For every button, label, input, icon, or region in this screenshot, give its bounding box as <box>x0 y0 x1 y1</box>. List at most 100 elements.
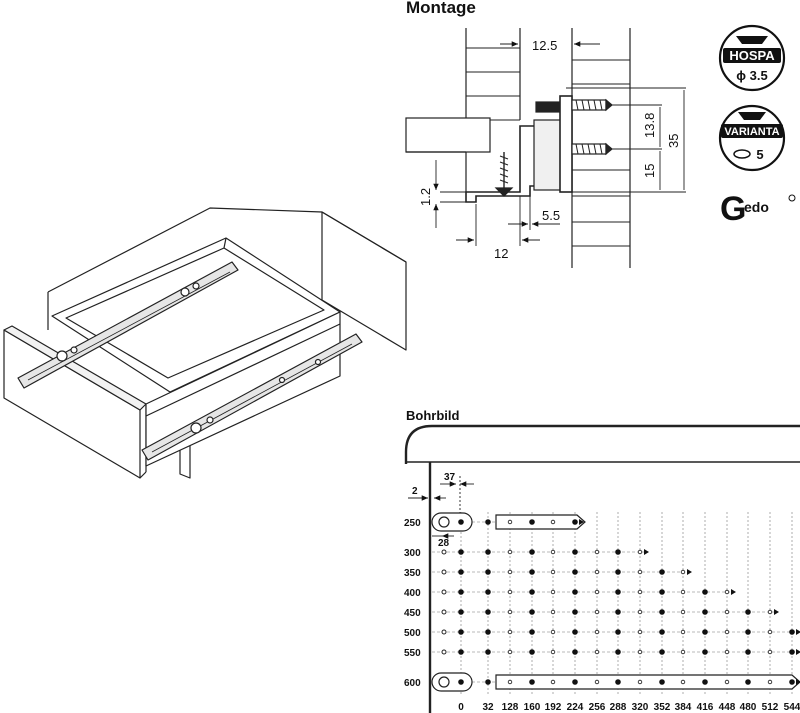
drill-hole <box>572 609 578 615</box>
drill-hole <box>485 609 491 615</box>
row-end-marker <box>796 629 800 635</box>
drill-hole <box>637 609 643 615</box>
x-label: 256 <box>589 702 606 713</box>
drill-hole <box>572 629 578 635</box>
row-label: 550 <box>404 648 421 659</box>
montage-section <box>405 28 686 268</box>
row-end-marker <box>796 649 800 655</box>
drill-hole <box>615 589 621 595</box>
runner-front-piece <box>431 512 473 532</box>
x-label: 160 <box>524 702 541 713</box>
drill-hole <box>572 519 578 525</box>
hospa-logo-sub: ϕ 3.5 <box>736 68 767 83</box>
runner-rear-piece <box>495 514 586 530</box>
montage-title: Montage <box>406 0 476 17</box>
drill-hole <box>485 629 491 635</box>
drill-hole <box>767 649 773 655</box>
drill-hole <box>507 679 513 685</box>
drill-hole <box>680 649 686 655</box>
drill-hole <box>659 569 665 575</box>
drill-hole <box>529 569 535 575</box>
front-hole <box>441 649 447 655</box>
drill-hole <box>507 569 513 575</box>
row-label: 600 <box>404 678 421 689</box>
row-end-marker <box>731 589 736 595</box>
drill-hole <box>659 609 665 615</box>
row-end-marker <box>687 569 692 575</box>
drill-hole <box>767 609 773 615</box>
gedo-logo: G edo <box>720 190 796 228</box>
drill-hole <box>637 679 643 685</box>
drill-hole <box>680 679 686 685</box>
drill-hole <box>724 609 730 615</box>
drill-hole <box>507 589 513 595</box>
drill-hole <box>458 679 464 685</box>
drill-hole <box>550 519 556 525</box>
dim-1-2: 1.2 <box>418 188 433 206</box>
gedo-logo-big: G <box>720 190 746 228</box>
x-label: 512 <box>762 702 779 713</box>
row-label: 250 <box>404 518 421 529</box>
drill-hole <box>529 649 535 655</box>
x-label: 352 <box>654 702 671 713</box>
drill-hole <box>767 679 773 685</box>
row-label: 350 <box>404 568 421 579</box>
dim-12: 12 <box>494 246 508 261</box>
drill-hole <box>458 609 464 615</box>
x-label: 224 <box>567 702 584 713</box>
drill-hole <box>702 589 708 595</box>
drill-hole <box>550 679 556 685</box>
dim-12-5: 12.5 <box>532 38 557 53</box>
drill-hole <box>594 679 600 685</box>
drill-hole <box>724 589 730 595</box>
x-label: 544 <box>784 702 800 713</box>
x-label: 288 <box>610 702 627 713</box>
runner-front-piece <box>431 672 473 692</box>
x-label: 0 <box>458 702 464 713</box>
drill-hole <box>550 589 556 595</box>
front-hole <box>438 516 450 528</box>
drill-hole <box>550 569 556 575</box>
row-label: 450 <box>404 608 421 619</box>
varianta-logo: VARIANTA 5 <box>718 104 786 172</box>
drill-hole <box>572 549 578 555</box>
drill-hole <box>594 629 600 635</box>
drill-hole <box>615 679 621 685</box>
varianta-logo-sub: 5 <box>756 147 763 162</box>
hospa-logo: HOSPA ϕ 3.5 <box>718 24 786 92</box>
drill-hole <box>594 609 600 615</box>
drill-hole <box>485 679 491 685</box>
drill-hole <box>550 609 556 615</box>
drill-hole <box>458 589 464 595</box>
row-end-marker <box>579 519 584 525</box>
drawer-illustration <box>3 207 407 479</box>
drill-hole <box>680 629 686 635</box>
drill-hole <box>615 549 621 555</box>
drill-hole <box>485 649 491 655</box>
drill-hole <box>529 629 535 635</box>
drill-hole <box>637 649 643 655</box>
drill-hole <box>789 629 795 635</box>
dim-2: 2 <box>412 486 418 497</box>
drill-hole <box>615 629 621 635</box>
drill-hole <box>572 589 578 595</box>
front-hole <box>441 569 447 575</box>
drill-hole <box>529 589 535 595</box>
drill-hole <box>458 569 464 575</box>
drill-hole <box>550 549 556 555</box>
dim-37: 37 <box>444 472 456 483</box>
drill-hole <box>615 609 621 615</box>
x-label: 32 <box>482 702 494 713</box>
drill-hole <box>702 609 708 615</box>
drill-hole <box>702 679 708 685</box>
drill-hole <box>594 649 600 655</box>
wall-screw-upper <box>571 98 613 112</box>
drill-hole <box>572 679 578 685</box>
drill-hole <box>485 519 491 525</box>
drill-hole <box>659 629 665 635</box>
drill-hole <box>485 569 491 575</box>
drill-hole <box>767 629 773 635</box>
drill-hole <box>637 589 643 595</box>
drill-hole <box>680 569 686 575</box>
